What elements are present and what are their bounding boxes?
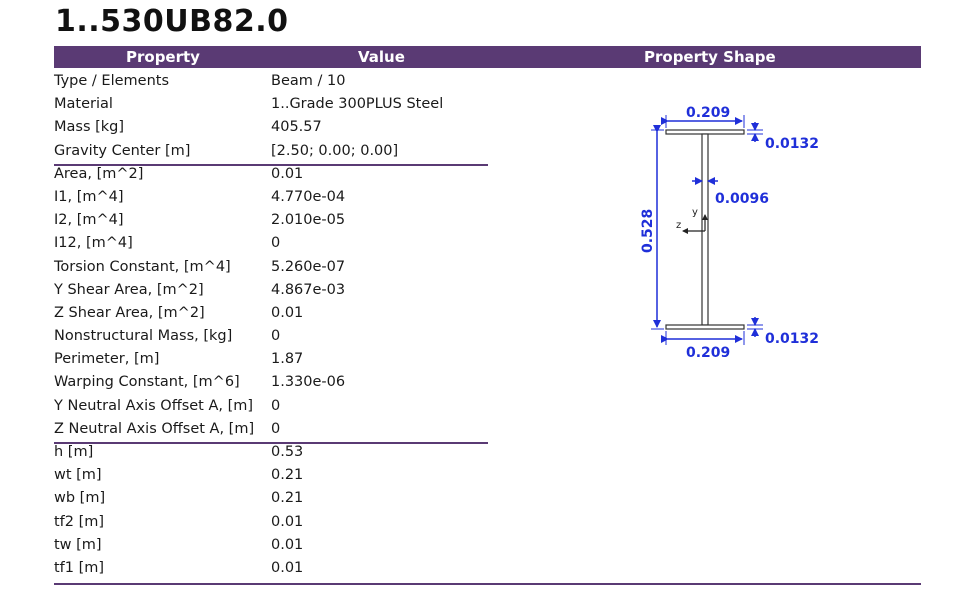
property-name: Mass [kg]	[54, 119, 125, 136]
table-row: tw [m] 0.01	[54, 535, 488, 558]
property-value: 0	[271, 420, 281, 437]
property-name: Torsion Constant, [m^4]	[54, 258, 231, 275]
property-value: 4.867e-03	[271, 281, 346, 298]
height-label: 0.528	[640, 209, 656, 253]
top-width-label: 0.209	[686, 105, 730, 121]
table-row: Y Neutral Axis Offset A, [m] 0	[54, 396, 488, 419]
property-value: 1.87	[271, 351, 304, 368]
property-value: [2.50; 0.00; 0.00]	[271, 142, 399, 159]
top-flange-label: 0.0132	[765, 136, 819, 152]
property-value: 2.010e-05	[271, 212, 346, 229]
table-row: tf1 [m] 0.01	[54, 558, 488, 581]
table-row: Z Shear Area, [m^2] 0.01	[54, 303, 488, 326]
table-row: Perimeter, [m] 1.87	[54, 349, 488, 372]
property-name: I12, [m^4]	[54, 235, 133, 252]
header-property: Property	[126, 48, 200, 66]
property-value: 0.01	[271, 165, 304, 182]
table-row: Material 1..Grade 300PLUS Steel	[54, 94, 488, 117]
table-row: Y Shear Area, [m^2] 4.867e-03	[54, 280, 488, 303]
property-name: Z Neutral Axis Offset A, [m]	[54, 420, 255, 437]
property-value: 5.260e-07	[271, 258, 346, 275]
table-row: Area, [m^2] 0.01	[54, 164, 488, 187]
property-value: 0.01	[271, 304, 304, 321]
bottom-flange-label: 0.0132	[765, 331, 819, 347]
property-table: Type / Elements Beam / 10 Material 1..Grade…	[54, 71, 488, 581]
table-row: Warping Constant, [m^6] 1.330e-06	[54, 372, 488, 395]
property-name: I2, [m^4]	[54, 212, 124, 229]
property-name: Warping Constant, [m^6]	[54, 374, 240, 391]
property-name: wb [m]	[54, 490, 106, 507]
property-name: I1, [m^4]	[54, 188, 124, 205]
property-value: 0.01	[271, 513, 304, 530]
table-row: tf2 [m] 0.01	[54, 512, 488, 535]
property-value: 0	[271, 397, 281, 414]
property-name: h [m]	[54, 444, 94, 460]
property-name: wt [m]	[54, 467, 102, 484]
property-value: 0.01	[271, 536, 304, 553]
property-name: Type / Elements	[54, 73, 169, 89]
property-name: Material	[54, 96, 113, 113]
table-row: wb [m] 0.21	[54, 488, 488, 511]
property-value: 4.770e-04	[271, 188, 346, 205]
property-value: 1..Grade 300PLUS Steel	[271, 96, 444, 113]
property-name: Gravity Center [m]	[54, 142, 191, 159]
bottom-width-label: 0.209	[686, 345, 730, 361]
table-header: Property Value Property Shape	[54, 46, 921, 68]
table-row: Mass [kg] 405.57	[54, 117, 488, 140]
property-name: Area, [m^2]	[54, 165, 144, 182]
property-name: tw [m]	[54, 536, 102, 553]
property-value: 0.21	[271, 490, 304, 507]
property-value: 0	[271, 328, 281, 345]
header-value: Value	[358, 48, 405, 66]
table-row: Gravity Center [m] [2.50; 0.00; 0.00]	[54, 141, 488, 164]
property-value: Beam / 10	[271, 73, 346, 89]
property-name: Nonstructural Mass, [kg]	[54, 328, 233, 345]
table-row: I12, [m^4] 0	[54, 233, 488, 256]
property-value: 0.21	[271, 467, 304, 484]
property-name: Y Shear Area, [m^2]	[54, 281, 204, 298]
table-row: Torsion Constant, [m^4] 5.260e-07	[54, 257, 488, 280]
header-property-shape: Property Shape	[644, 48, 776, 66]
property-name: tf1 [m]	[54, 559, 105, 576]
section-shape-diagram: 0.209 0.0132 0.0096 0.528 y z 0.209 0.01…	[640, 105, 819, 361]
table-row: Z Neutral Axis Offset A, [m] 0	[54, 419, 488, 442]
property-value: 1.330e-06	[271, 374, 346, 391]
property-value: 0.53	[271, 444, 304, 460]
property-name: Perimeter, [m]	[54, 351, 160, 368]
y-axis-label: y	[692, 207, 698, 218]
table-row: Type / Elements Beam / 10	[54, 71, 488, 94]
table-row: h [m] 0.53	[54, 442, 488, 465]
table-row: Nonstructural Mass, [kg] 0	[54, 326, 488, 349]
property-name: Z Shear Area, [m^2]	[54, 304, 205, 321]
property-name: Y Neutral Axis Offset A, [m]	[54, 397, 254, 414]
group-divider	[54, 442, 488, 445]
table-row: wt [m] 0.21	[54, 465, 488, 488]
table-row: I1, [m^4] 4.770e-04	[54, 187, 488, 210]
property-name: tf2 [m]	[54, 513, 105, 530]
page-title: 1..530UB82.0	[55, 4, 289, 39]
property-value: 405.57	[271, 119, 322, 136]
group-divider	[54, 163, 488, 166]
web-thickness-label: 0.0096	[715, 191, 769, 207]
z-axis-label: z	[676, 220, 681, 231]
table-bottom-divider	[54, 583, 921, 585]
property-value: 0.01	[271, 559, 304, 576]
property-value: 0	[271, 235, 281, 252]
table-row: I2, [m^4] 2.010e-05	[54, 210, 488, 233]
